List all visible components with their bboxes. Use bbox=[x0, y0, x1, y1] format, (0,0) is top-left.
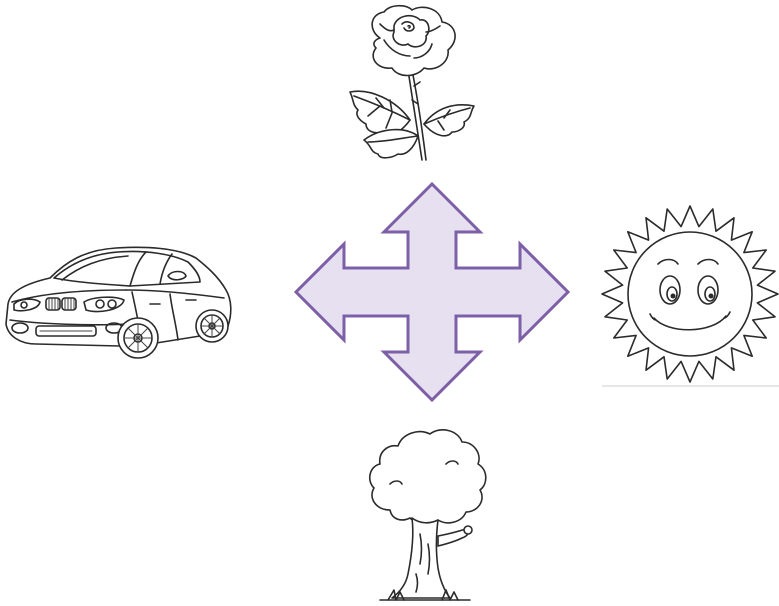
rose-icon bbox=[340, 0, 480, 164]
car-icon bbox=[0, 240, 236, 364]
four-way-arrow-shape bbox=[296, 184, 568, 400]
tree-icon bbox=[360, 424, 490, 606]
four-way-arrow-icon bbox=[292, 180, 572, 404]
sun-icon bbox=[598, 202, 779, 388]
